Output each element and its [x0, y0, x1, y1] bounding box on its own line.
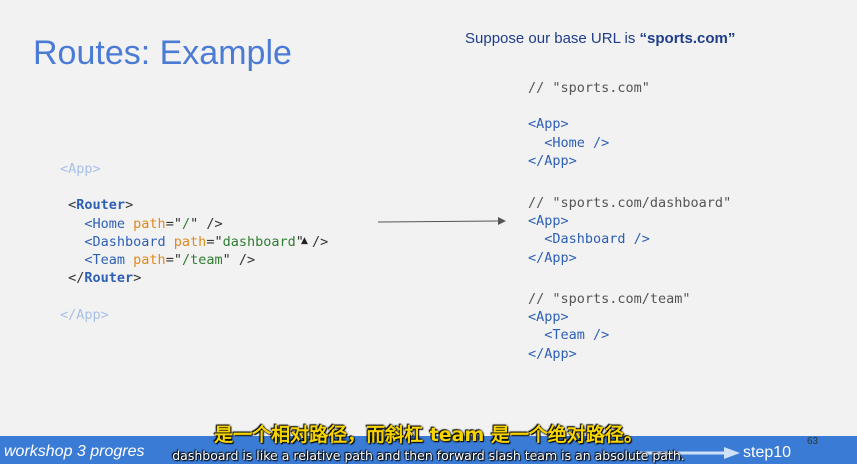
code-router-open-name: Router	[76, 197, 126, 214]
code-dashboard-val: dashboard	[222, 233, 296, 250]
route-child: <Home />	[544, 134, 610, 151]
code-router-open-lt: <	[68, 197, 77, 214]
slide-title: Routes: Example	[33, 34, 292, 72]
route-app-close: </App>	[528, 345, 577, 362]
code-router-close-lt: </	[68, 270, 85, 287]
route-app-open: <App>	[528, 213, 569, 230]
progress-label: workshop 3 progres	[4, 443, 145, 460]
subtitle-base-url: “sports.com”	[639, 30, 736, 47]
progress-bar	[0, 436, 857, 464]
route-comment: // "sports.com/team"	[528, 291, 691, 307]
code-router-open-gt: >	[125, 197, 134, 214]
code-team-val: /team	[181, 252, 223, 269]
route-app-open: <App>	[528, 116, 569, 133]
route-app-open: <App>	[528, 309, 569, 326]
code-router-close-name: Router	[84, 270, 134, 287]
route-result-team: // "sports.com/team" <App> <Team /> </Ap…	[528, 290, 691, 363]
code-dashboard-eq: ="	[206, 233, 223, 250]
progress-step: step10	[743, 444, 792, 461]
subtitle-chinese: 是一个相对路径，而斜杠 team 是一个绝对路径。	[214, 424, 643, 446]
code-team-eq: ="	[165, 252, 182, 269]
progress-arrow-icon	[640, 447, 740, 459]
code-team-tag: <Team	[84, 252, 134, 269]
route-comment: // "sports.com/dashboard"	[528, 195, 732, 211]
route-app-close: </App>	[528, 152, 577, 169]
code-router-close-gt: >	[133, 270, 142, 287]
code-team-attr: path	[133, 252, 166, 269]
code-dashboard-attr: path	[173, 233, 207, 250]
route-child: <Dashboard />	[544, 231, 650, 248]
route-child: <Team />	[544, 327, 610, 344]
code-dashboard-tag: <Dashboard	[84, 233, 174, 250]
slide-subtitle: Suppose our base URL is “sports.com”	[465, 30, 735, 47]
code-home-attr: path	[133, 215, 166, 232]
subtitle-english: dashboard is like a relative path and th…	[172, 448, 685, 463]
code-team-end: " />	[222, 252, 256, 269]
code-app-open: <App>	[60, 161, 101, 177]
page-number: 63	[807, 436, 819, 447]
route-comment: // "sports.com"	[528, 80, 650, 96]
subtitle-prefix: Suppose our base URL is	[465, 30, 640, 47]
code-home-end: " />	[190, 215, 223, 232]
right-arrow-icon	[378, 217, 506, 225]
router-code-block: <App> <Router> <Home path="/" /> <Dashbo…	[60, 160, 328, 324]
route-app-close: </App>	[528, 249, 577, 266]
code-dashboard-end: " />	[295, 233, 329, 250]
mouse-cursor-icon: ▲	[301, 236, 308, 246]
code-home-tag: <Home	[84, 215, 134, 232]
code-home-eq: ="	[165, 215, 182, 232]
code-home-val: /	[181, 215, 191, 232]
route-result-home: // "sports.com" <App> <Home /> </App>	[528, 79, 650, 170]
code-app-close: </App>	[60, 306, 109, 323]
route-result-dashboard: // "sports.com/dashboard" <App> <Dashboa…	[528, 194, 731, 267]
